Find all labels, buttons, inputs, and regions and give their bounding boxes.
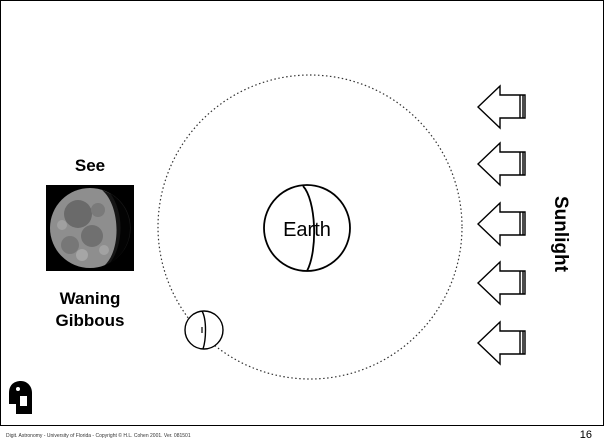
left-arrow-icon: [476, 320, 526, 366]
earth: Earth: [263, 184, 351, 272]
phase-label-line1: Waning: [59, 289, 121, 308]
left-arrow-icon: [476, 141, 526, 187]
footer-copyright: Digit. Astronomy - University of Florida…: [6, 433, 191, 439]
phase-label-line2: Gibbous: [55, 311, 125, 330]
see-label: See: [74, 156, 106, 175]
page-number: 16: [579, 429, 592, 441]
moon-photo: [46, 185, 134, 271]
left-arrow-icon: [476, 260, 526, 306]
sunlight-arrows: [476, 84, 526, 366]
sunlight-label: Sunlight: [550, 196, 571, 272]
gator-logo-icon: [9, 381, 32, 414]
moon-on-orbit: [184, 310, 224, 350]
moon-phase-label: Waning Gibbous: [30, 288, 150, 332]
moon-orbit: [157, 74, 463, 380]
left-arrow-icon: [476, 201, 526, 247]
left-arrow-icon: [476, 84, 526, 130]
earth-label: Earth: [283, 219, 331, 241]
